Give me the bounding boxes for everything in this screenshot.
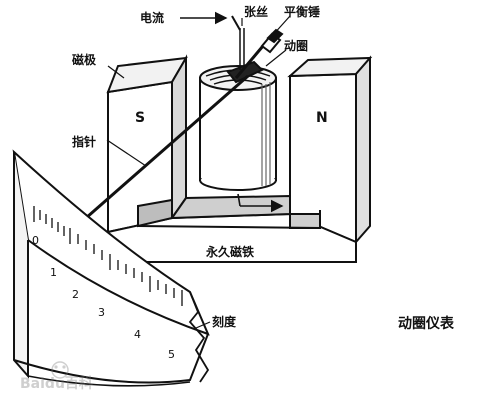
scale-tick-label-1: 1 [50,266,57,279]
moving-coil [199,65,277,191]
diagram-title: 动圈仪表 [398,315,455,332]
label-pointer: 指针 [72,134,96,149]
scale-tick-label-5: 5 [168,348,175,361]
label-moving-coil: 动圈 [284,38,308,53]
leader-lines [106,15,291,329]
pole-s-label: S [135,110,145,126]
scale-tick-marks [33,206,183,306]
current-arrow-out [237,193,241,207]
balance-hammer [234,28,284,79]
label-current: 电流 [140,10,164,25]
label-scale: 刻度 [212,314,237,329]
scale-tick-label-3: 3 [98,306,105,319]
pointer-needle [69,74,249,234]
label-magnetic-pole: 磁极 [71,52,97,67]
svg-text:Baidu百科: Baidu百科 [20,375,93,392]
scale-tick-label-4: 4 [134,328,141,341]
baidu-watermark: Baidu百科 [20,361,93,392]
label-balance-hammer: 平衡锤 [284,4,320,19]
scale-tick-label-0: 0 [32,234,39,247]
label-tension-wire: 张丝 [244,4,268,19]
tension-wire-assembly [226,15,264,84]
permanent-magnet [106,54,373,263]
scale-tick-label-2: 2 [72,288,79,301]
pole-n-label: N [316,110,328,126]
label-permanent-magnet: 永久磁铁 [205,244,254,259]
scale-plate [12,149,210,387]
